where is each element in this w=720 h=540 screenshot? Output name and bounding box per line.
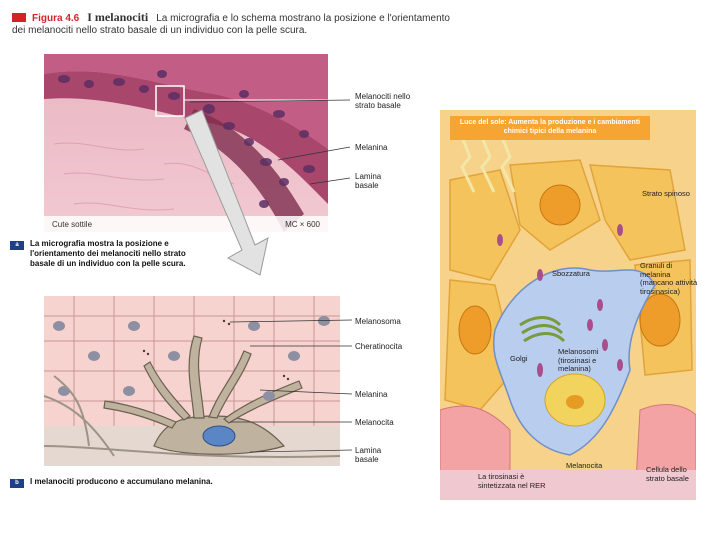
label-melanocita-schema: Melanocita bbox=[355, 418, 394, 427]
label-sbozzatura: Sbozzatura bbox=[552, 269, 590, 278]
panel-b-tag: b bbox=[10, 479, 24, 488]
label-melanosoma: Melanosoma bbox=[355, 317, 401, 326]
micrograph-leaders bbox=[189, 99, 351, 185]
label-strato-spinoso: Strato spinoso bbox=[642, 189, 690, 198]
label-melanina-micro: Melanina bbox=[355, 143, 388, 152]
label-granuli-melanina: Granuli di melanina (mancano attività ti… bbox=[640, 261, 698, 296]
panel-b-text: I melanociti producono e accumulano mela… bbox=[30, 477, 213, 486]
figure-number: Figura 4.6 bbox=[32, 13, 80, 24]
zoom-arrow-icon bbox=[184, 110, 269, 276]
panel-a-text: La micrografia mostra la posizione e l'o… bbox=[30, 239, 186, 268]
caption-text: La micrografia e lo schema mostrano la p… bbox=[12, 13, 450, 36]
melanocyte-diagram bbox=[439, 110, 697, 501]
panel-a-tag: a bbox=[10, 241, 24, 250]
schematic-illustration bbox=[43, 296, 341, 466]
caption-marker bbox=[12, 13, 26, 22]
micrograph-magnification: MC × 600 bbox=[285, 220, 320, 229]
label-melanocita-diagram: Melanocita bbox=[566, 461, 603, 470]
schematic-leaders bbox=[230, 319, 353, 453]
sunlight-arrows-icon bbox=[458, 132, 516, 193]
label-lamina-basale-schema: Lamina basale bbox=[355, 446, 382, 464]
label-tirosinasi: La tirosinasi è sintetizzata nel RER bbox=[478, 472, 546, 490]
sunlight-note: Luce del sole: Aumenta la produzione e i… bbox=[450, 116, 650, 140]
label-cheratinocita: Cheratinocita bbox=[355, 342, 403, 351]
label-melanosomi: Melanosomi (tirosinasi e melanina) bbox=[558, 347, 599, 373]
micrograph-caption-left: Cute sottile bbox=[52, 220, 93, 229]
label-lamina-basale-micro: Lamina basale bbox=[355, 172, 382, 190]
label-golgi: Golgi bbox=[510, 354, 528, 363]
label-melanina-schema: Melanina bbox=[355, 390, 388, 399]
figure-title: I melanociti bbox=[87, 10, 149, 24]
label-cellula-basale: Cellula dello strato basale bbox=[646, 465, 689, 483]
label-melanociti-strato-basale: Melanociti nello strato basale bbox=[355, 92, 411, 110]
